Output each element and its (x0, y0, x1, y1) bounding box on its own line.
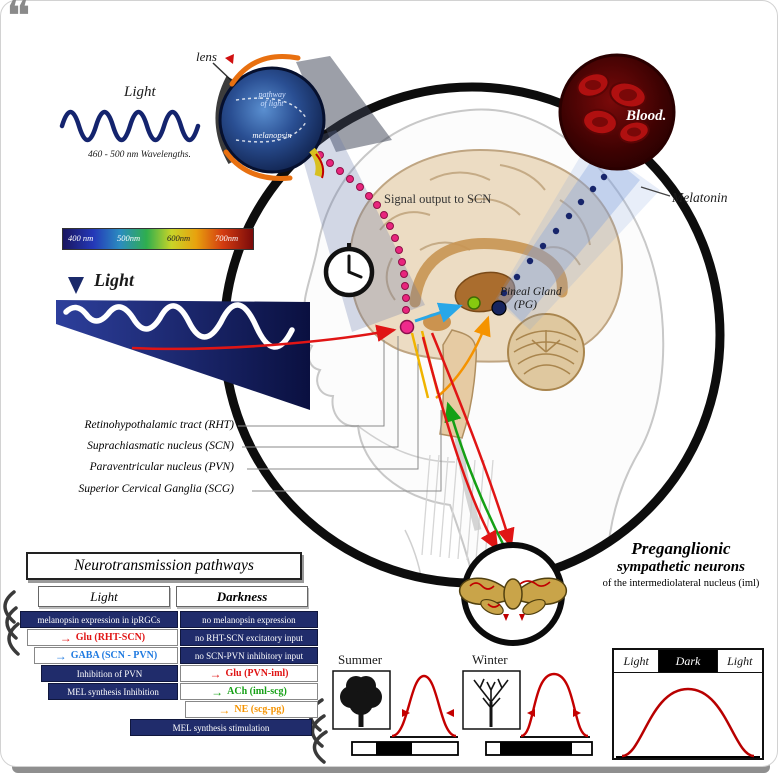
melanopsin-label: melanopsin (252, 130, 292, 140)
glu-pvn-iml-arrow-2 (430, 332, 515, 549)
melatonin-label: Melatonin (672, 190, 728, 205)
rht-label: Retinohypothalamic tract (RHT) (84, 419, 234, 431)
red-arrow-tip-icon (225, 54, 234, 64)
table-cell: MEL synthesis stimulation (130, 719, 312, 736)
pineal-gland-dot (491, 300, 507, 316)
melatonin-beam-outer (495, 140, 660, 330)
tract-connectors (238, 336, 442, 492)
arrow-right-icon (60, 632, 72, 644)
table-cell: NE (scg-pg) (185, 701, 318, 718)
summer-tree-icon (340, 676, 382, 727)
light-flag-icon (68, 277, 84, 294)
quote-mark: ❝ (6, 0, 31, 42)
blood-cell-centers (585, 80, 641, 137)
table-cell: ACh (iml-scg) (180, 683, 318, 700)
beam-sine-wave (63, 302, 295, 350)
clock-icon (323, 243, 375, 298)
wavelength-label: 460 - 500 nm Wavelengths. (88, 150, 191, 160)
ne-scg-pg-arrow (435, 315, 491, 399)
scn-label: Suprachiasmatic nucleus (SCN) (87, 440, 234, 452)
arrow-right-icon (218, 704, 230, 716)
eye-shadow-cone (296, 56, 392, 152)
table-cell: Glu (RHT-SCN) (27, 629, 178, 646)
pathway-of-light-label-1: pathway (258, 90, 286, 99)
table-cell: no RHT-SCN excitatory input (179, 629, 318, 646)
preganglionic-line-2: sympathetic neurons (617, 558, 745, 575)
summer-label: Summer (338, 652, 383, 667)
eye-diagram (215, 54, 326, 181)
table-cell: no melanopsin expression (179, 611, 318, 628)
summer-panel (332, 670, 459, 756)
winter-label: Winter (472, 652, 508, 667)
melatonin-curve-summer (391, 674, 457, 738)
light-label-top: Light (124, 84, 156, 100)
eye-to-brain-beam (298, 130, 425, 332)
light-wave-icon (59, 109, 201, 143)
pvn-label: Paraventricular nucleus (PVN) (89, 461, 234, 473)
preganglionic-text: Preganglionic sympathetic neurons of the… (588, 539, 774, 589)
cycle-dark: Dark (659, 650, 718, 672)
scn-dot (399, 319, 415, 335)
lens-label: lens (196, 49, 217, 64)
head-illustration (300, 108, 665, 583)
gaba-scn-pvn-arrow (414, 302, 463, 323)
pathway-of-light-label-2: of light (260, 99, 284, 108)
optic-nerve (309, 147, 323, 177)
glu-pvn-iml-arrow-1 (421, 336, 499, 552)
winter-panel (462, 670, 593, 756)
orange-arc-bottom (223, 149, 293, 181)
blood-label: Blood. (626, 108, 667, 124)
table-cell: no SCN-PVN inhibitory input (179, 647, 318, 664)
table-cell: Inhibition of PVN (41, 665, 178, 682)
arrow-right-icon (55, 650, 67, 662)
preganglionic-line-1: Preganglionic (631, 539, 731, 558)
pineal-gland-label-2: (PG) (514, 299, 537, 311)
signal-output-label: Signal output to SCN (384, 192, 492, 206)
spinal-cord-circle (458, 542, 568, 646)
melatonin-cycle-graph: Light Dark Light (612, 648, 764, 760)
pvn-dot (467, 296, 481, 310)
tick-500nm: 500nm (117, 233, 141, 243)
pineal-gland-label-1: Pineal Gland (500, 286, 562, 298)
cerebellum (507, 313, 585, 391)
tick-600nm: 600nm (167, 233, 191, 243)
melatonin-curve-winter (520, 672, 589, 738)
spectrum-bar: 400 nm 500nm 600nm 700nm (62, 228, 254, 250)
cycle-curve (616, 687, 760, 758)
table-cell: melanopsin expression in ipRGCs (20, 611, 178, 628)
cortex (348, 148, 624, 363)
neck-hatching (421, 454, 494, 561)
neurotransmission-table: Neurotransmission pathways Light Darknes… (16, 552, 318, 737)
cycle-light-right: Light (717, 650, 762, 672)
light-beam-label: Light (94, 270, 135, 290)
cycle-light-left: Light (614, 650, 660, 672)
arrow-right-icon (211, 686, 223, 698)
tick-700nm: 700nm (215, 233, 239, 243)
glu-rht-scn-arrow (131, 324, 397, 351)
scg-label: Superior Cervical Ganglia (SCG) (78, 483, 234, 495)
corpus-callosum (409, 238, 568, 308)
blood-circle (558, 53, 676, 171)
table-cell: Glu (PVN-iml) (180, 665, 318, 682)
table-header-light: Light (38, 586, 170, 607)
light-beam (56, 300, 310, 410)
decorative-arcs-left (3, 590, 20, 656)
table-cell: MEL synthesis Inhibition (48, 683, 179, 700)
iml-neurons (469, 580, 551, 608)
preganglionic-line-3: of the intermediolateral nucleus (iml) (602, 577, 760, 589)
orange-arc-top (229, 54, 301, 87)
table-cell: GABA (SCN - PVN) (34, 647, 178, 664)
winter-tree-icon (473, 678, 509, 727)
arrow-right-icon (209, 668, 221, 680)
melatonin-beam (498, 148, 640, 322)
table-title: Neurotransmission pathways (26, 552, 302, 580)
signal-dots (316, 151, 410, 314)
table-header-darkness: Darkness (176, 586, 308, 607)
tick-400nm: 400 nm (68, 233, 94, 243)
melatonin-connector (640, 186, 671, 197)
